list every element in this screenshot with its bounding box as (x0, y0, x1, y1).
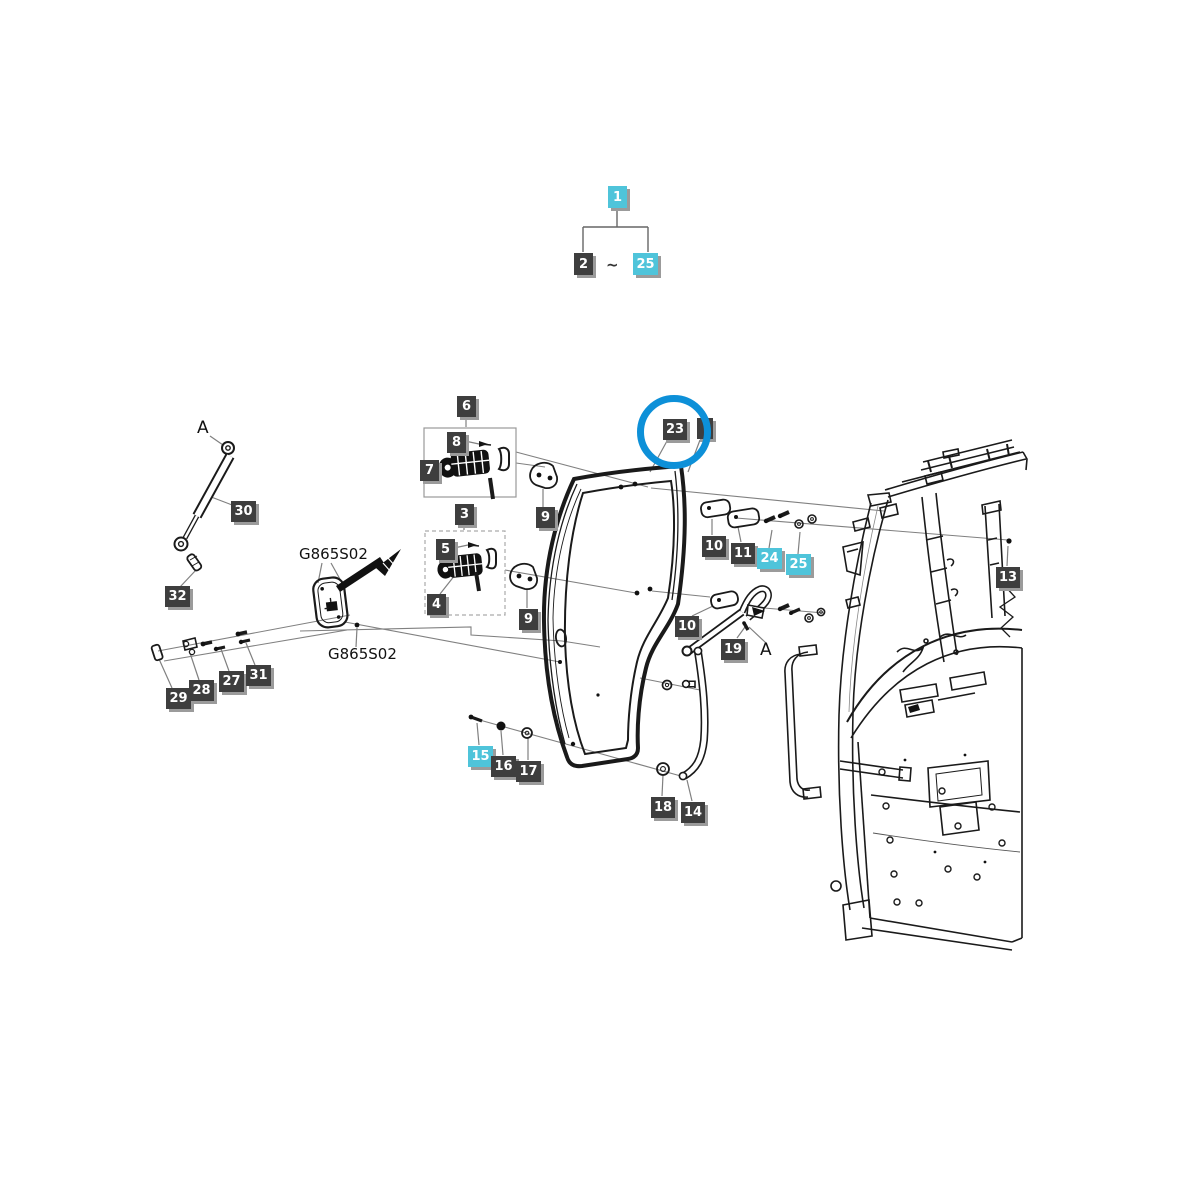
legend-bracket (582, 206, 649, 252)
legend-item-root[interactable]: 1 (608, 186, 627, 208)
annotation-code-bottom: G865S02 (328, 645, 397, 663)
part-label-3-9[interactable]: 3 (455, 504, 474, 525)
part-label-4-11[interactable]: 4 (427, 594, 446, 615)
part-label-13-20[interactable]: 13 (996, 567, 1020, 588)
annotation-ref-a-strut: A (197, 418, 209, 438)
part-label-obscured-15[interactable] (697, 418, 713, 439)
fasteners (468, 510, 1012, 776)
check-rod-19 (681, 585, 772, 657)
door-handle-14 (678, 646, 709, 781)
part-label-24-18[interactable]: 24 (757, 548, 782, 569)
bumper-32 (186, 553, 203, 572)
shim-9-upper (529, 461, 558, 490)
part-label-9-13[interactable]: 9 (519, 609, 538, 630)
cab-frame (784, 439, 1028, 951)
hinge-bracket-4 (437, 553, 483, 579)
legend-separator: ~ (606, 256, 619, 274)
part-label-9-12[interactable]: 9 (536, 507, 555, 528)
part-label-28-3[interactable]: 28 (189, 680, 214, 701)
part-label-10-16[interactable]: 10 (702, 536, 726, 557)
part-label-25-19[interactable]: 25 (786, 554, 811, 575)
part-label-18-26[interactable]: 18 (651, 797, 675, 818)
legend-item-start[interactable]: 2 (574, 253, 593, 275)
hinge-hardware-cluster (150, 630, 251, 662)
annotation-code-top: G865S02 (299, 545, 368, 563)
part-label-30-0[interactable]: 30 (231, 501, 256, 522)
shim-9-lower (509, 562, 538, 591)
part-label-7-8[interactable]: 7 (420, 460, 439, 481)
legend-item-end[interactable]: 25 (633, 253, 658, 275)
part-label-31-5[interactable]: 31 (246, 665, 271, 686)
hinge-bracket-7 (438, 449, 490, 478)
part-label-8-7[interactable]: 8 (447, 432, 466, 453)
part-label-5-10[interactable]: 5 (436, 539, 455, 560)
part-label-14-27[interactable]: 14 (681, 802, 705, 823)
hinge-box-upper (423, 427, 517, 500)
door-glass (563, 479, 676, 756)
part-label-16-24[interactable]: 16 (491, 756, 516, 777)
direction-arrow (336, 549, 401, 592)
pads (700, 498, 761, 610)
gas-strut-30 (173, 441, 235, 572)
part-label-19-22[interactable]: 19 (721, 639, 745, 660)
part-label-11-17[interactable]: 11 (731, 543, 755, 564)
annotation-ref-a-rod: A (760, 640, 772, 660)
part-label-10-21[interactable]: 10 (675, 616, 699, 637)
part-label-6-6[interactable]: 6 (457, 396, 476, 417)
hinge-box-lower (424, 530, 506, 616)
part-label-15-23[interactable]: 15 (468, 746, 493, 767)
door-assembly (541, 463, 687, 769)
hinge-mount-plate (312, 549, 401, 629)
part-label-27-4[interactable]: 27 (219, 671, 244, 692)
part-label-32-1[interactable]: 32 (165, 586, 190, 607)
part-label-17-25[interactable]: 17 (516, 761, 541, 782)
part-label-23-14[interactable]: 23 (663, 419, 687, 440)
part-label-29-2[interactable]: 29 (166, 688, 191, 709)
door-seal-23 (541, 463, 687, 769)
